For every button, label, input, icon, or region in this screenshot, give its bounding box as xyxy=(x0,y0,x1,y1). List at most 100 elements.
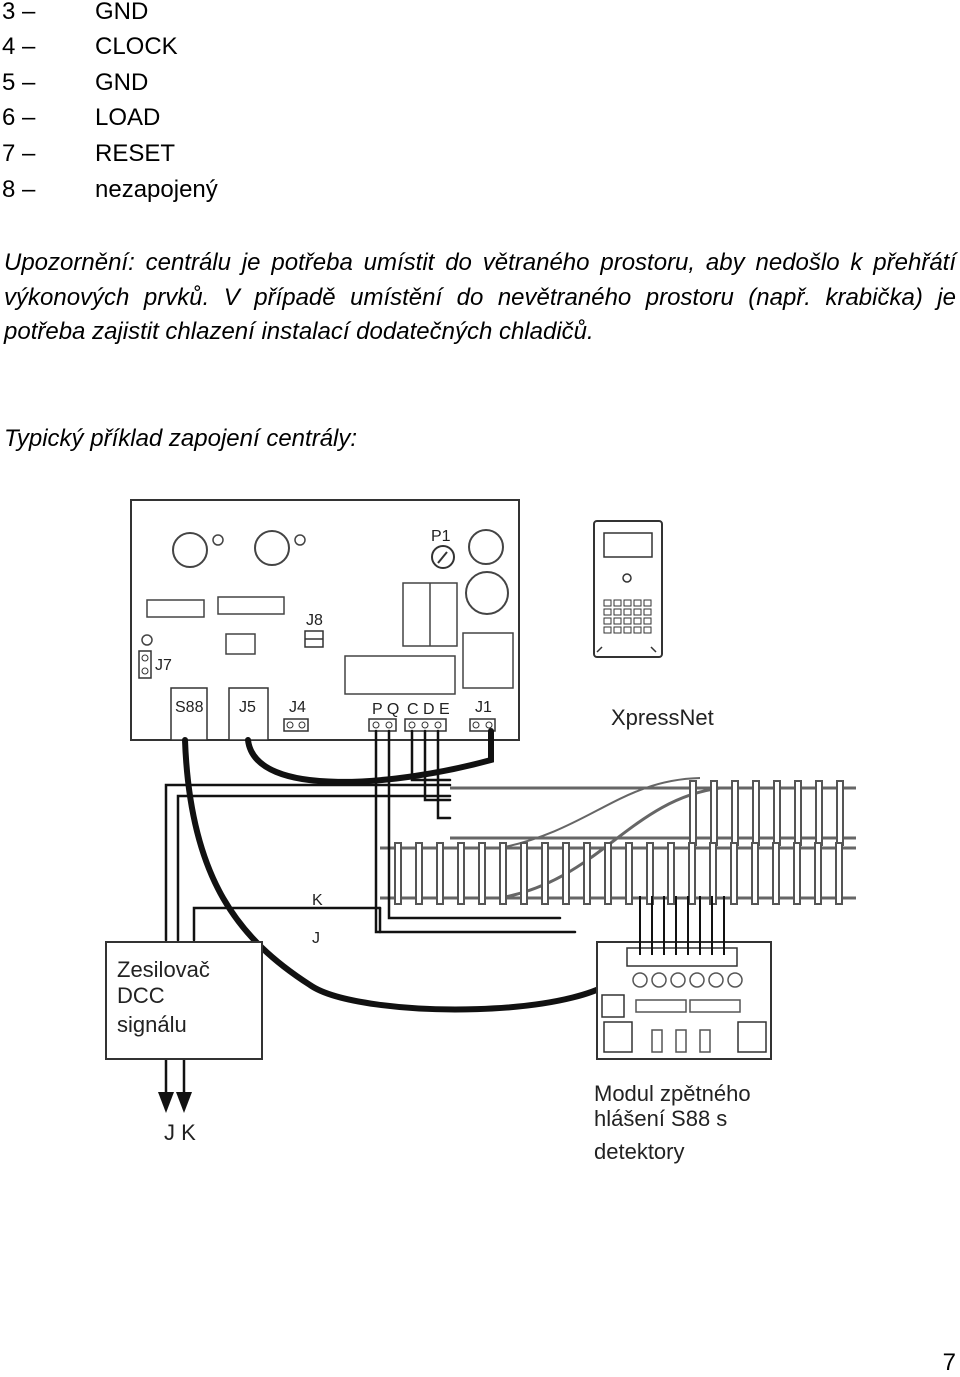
module-component xyxy=(737,1021,767,1053)
s88-module-label: Modul zpětného xyxy=(594,1081,751,1106)
label-cde: C D E xyxy=(407,701,450,718)
s88-module-label: hlášení S88 s xyxy=(594,1106,727,1131)
track-sleeper xyxy=(814,842,822,905)
s88-module-label: detektory xyxy=(594,1139,685,1164)
keypad-key xyxy=(643,608,652,616)
controller-display xyxy=(603,532,653,558)
capacitor xyxy=(468,529,504,565)
track-sleeper xyxy=(751,842,759,905)
module-component xyxy=(601,994,625,1018)
label-j4: J4 xyxy=(289,699,306,716)
keypad-key xyxy=(603,599,612,607)
track-sleeper xyxy=(794,780,802,846)
keypad-key xyxy=(633,599,642,607)
pin-name: GND xyxy=(95,0,149,25)
section-title: Typický příklad zapojení centrály: xyxy=(4,425,358,452)
label-s88: S88 xyxy=(175,699,204,716)
amplifier-label: signálu xyxy=(117,1012,187,1037)
keypad-key xyxy=(643,626,652,634)
pin-number: 6 – xyxy=(2,104,36,131)
module-component xyxy=(635,999,687,1013)
capacitor xyxy=(254,530,290,566)
label-p1: P1 xyxy=(431,528,451,545)
pin-name: CLOCK xyxy=(95,33,178,60)
module-connector xyxy=(626,947,738,967)
track-sleeper xyxy=(773,780,781,846)
label-j5: J5 xyxy=(239,699,256,716)
keypad-key xyxy=(613,626,622,634)
dcc-amplifier xyxy=(105,941,263,1060)
track-sleeper xyxy=(709,842,717,905)
keypad-key xyxy=(633,626,642,634)
track-sleeper xyxy=(688,842,696,905)
keypad-key xyxy=(623,608,632,616)
track-sleeper xyxy=(604,842,612,905)
controller-keypad xyxy=(603,599,652,634)
keypad-key xyxy=(603,626,612,634)
detector-socket xyxy=(689,972,705,988)
track-sleeper xyxy=(710,780,718,846)
pin-name: LOAD xyxy=(95,104,161,131)
pin-name: GND xyxy=(95,69,149,96)
amplifier-label: Zesilovač xyxy=(117,957,210,982)
track-sleeper xyxy=(562,842,570,905)
mounting-hole xyxy=(141,634,153,646)
detector-socket xyxy=(670,972,686,988)
wiring-diagram: P1 J8 J7 S88 J5 J4 P Q C D E J1 XpressNe… xyxy=(105,499,856,1164)
track-sleeper xyxy=(457,842,465,905)
module-detectors xyxy=(632,972,743,988)
track-sleeper xyxy=(752,780,760,846)
page-number: 7 xyxy=(942,1349,956,1376)
keypad-key xyxy=(633,617,642,625)
capacitor xyxy=(172,532,208,568)
keypad-key xyxy=(623,626,632,634)
track-sleeper xyxy=(730,842,738,905)
track-sleeper xyxy=(646,842,654,905)
keypad-key xyxy=(603,608,612,616)
track-sleeper xyxy=(815,780,823,846)
module-wires xyxy=(639,896,725,955)
track-sleeper xyxy=(541,842,549,905)
pin-name: RESET xyxy=(95,140,176,167)
track-sleeper xyxy=(835,842,843,905)
capacitor-small xyxy=(294,534,306,546)
connector-s88 xyxy=(170,687,208,741)
wire-label-j: J xyxy=(312,930,320,947)
track-sleeper xyxy=(772,842,780,905)
keypad-key xyxy=(643,599,652,607)
component xyxy=(146,599,205,618)
module-component xyxy=(675,1029,687,1053)
output-label-jk: J K xyxy=(164,1120,196,1145)
detector-socket xyxy=(651,972,667,988)
track-sleeper xyxy=(689,780,697,846)
pin-name: nezapojený xyxy=(95,176,218,203)
pin-number: 4 – xyxy=(2,33,36,60)
detector-socket xyxy=(708,972,724,988)
track-sleeper xyxy=(731,780,739,846)
keypad-key xyxy=(613,617,622,625)
module-component xyxy=(603,1021,633,1053)
pin-number: 5 – xyxy=(2,69,36,96)
wire-label-k: K xyxy=(312,892,323,909)
track-sleeper xyxy=(667,842,675,905)
label-j8: J8 xyxy=(306,612,323,629)
xpressnet-label: XpressNet xyxy=(611,705,714,730)
keypad-key xyxy=(633,608,642,616)
keypad-key xyxy=(623,617,632,625)
keypad-key xyxy=(613,599,622,607)
pin-number: 3 – xyxy=(2,0,36,25)
component xyxy=(217,596,285,615)
component xyxy=(225,633,256,655)
keypad-key xyxy=(603,617,612,625)
capacitor xyxy=(465,571,509,615)
track-sleeper xyxy=(415,842,423,905)
track-sleeper xyxy=(583,842,591,905)
track-sleeper xyxy=(793,842,801,905)
label-j7: J7 xyxy=(155,657,172,674)
output-arrow-j xyxy=(158,1092,174,1113)
pin-number: 7 – xyxy=(2,140,36,167)
track-sleeper xyxy=(394,842,402,905)
track-sleeper xyxy=(436,842,444,905)
track-sleeper xyxy=(499,842,507,905)
track-sleeper xyxy=(478,842,486,905)
